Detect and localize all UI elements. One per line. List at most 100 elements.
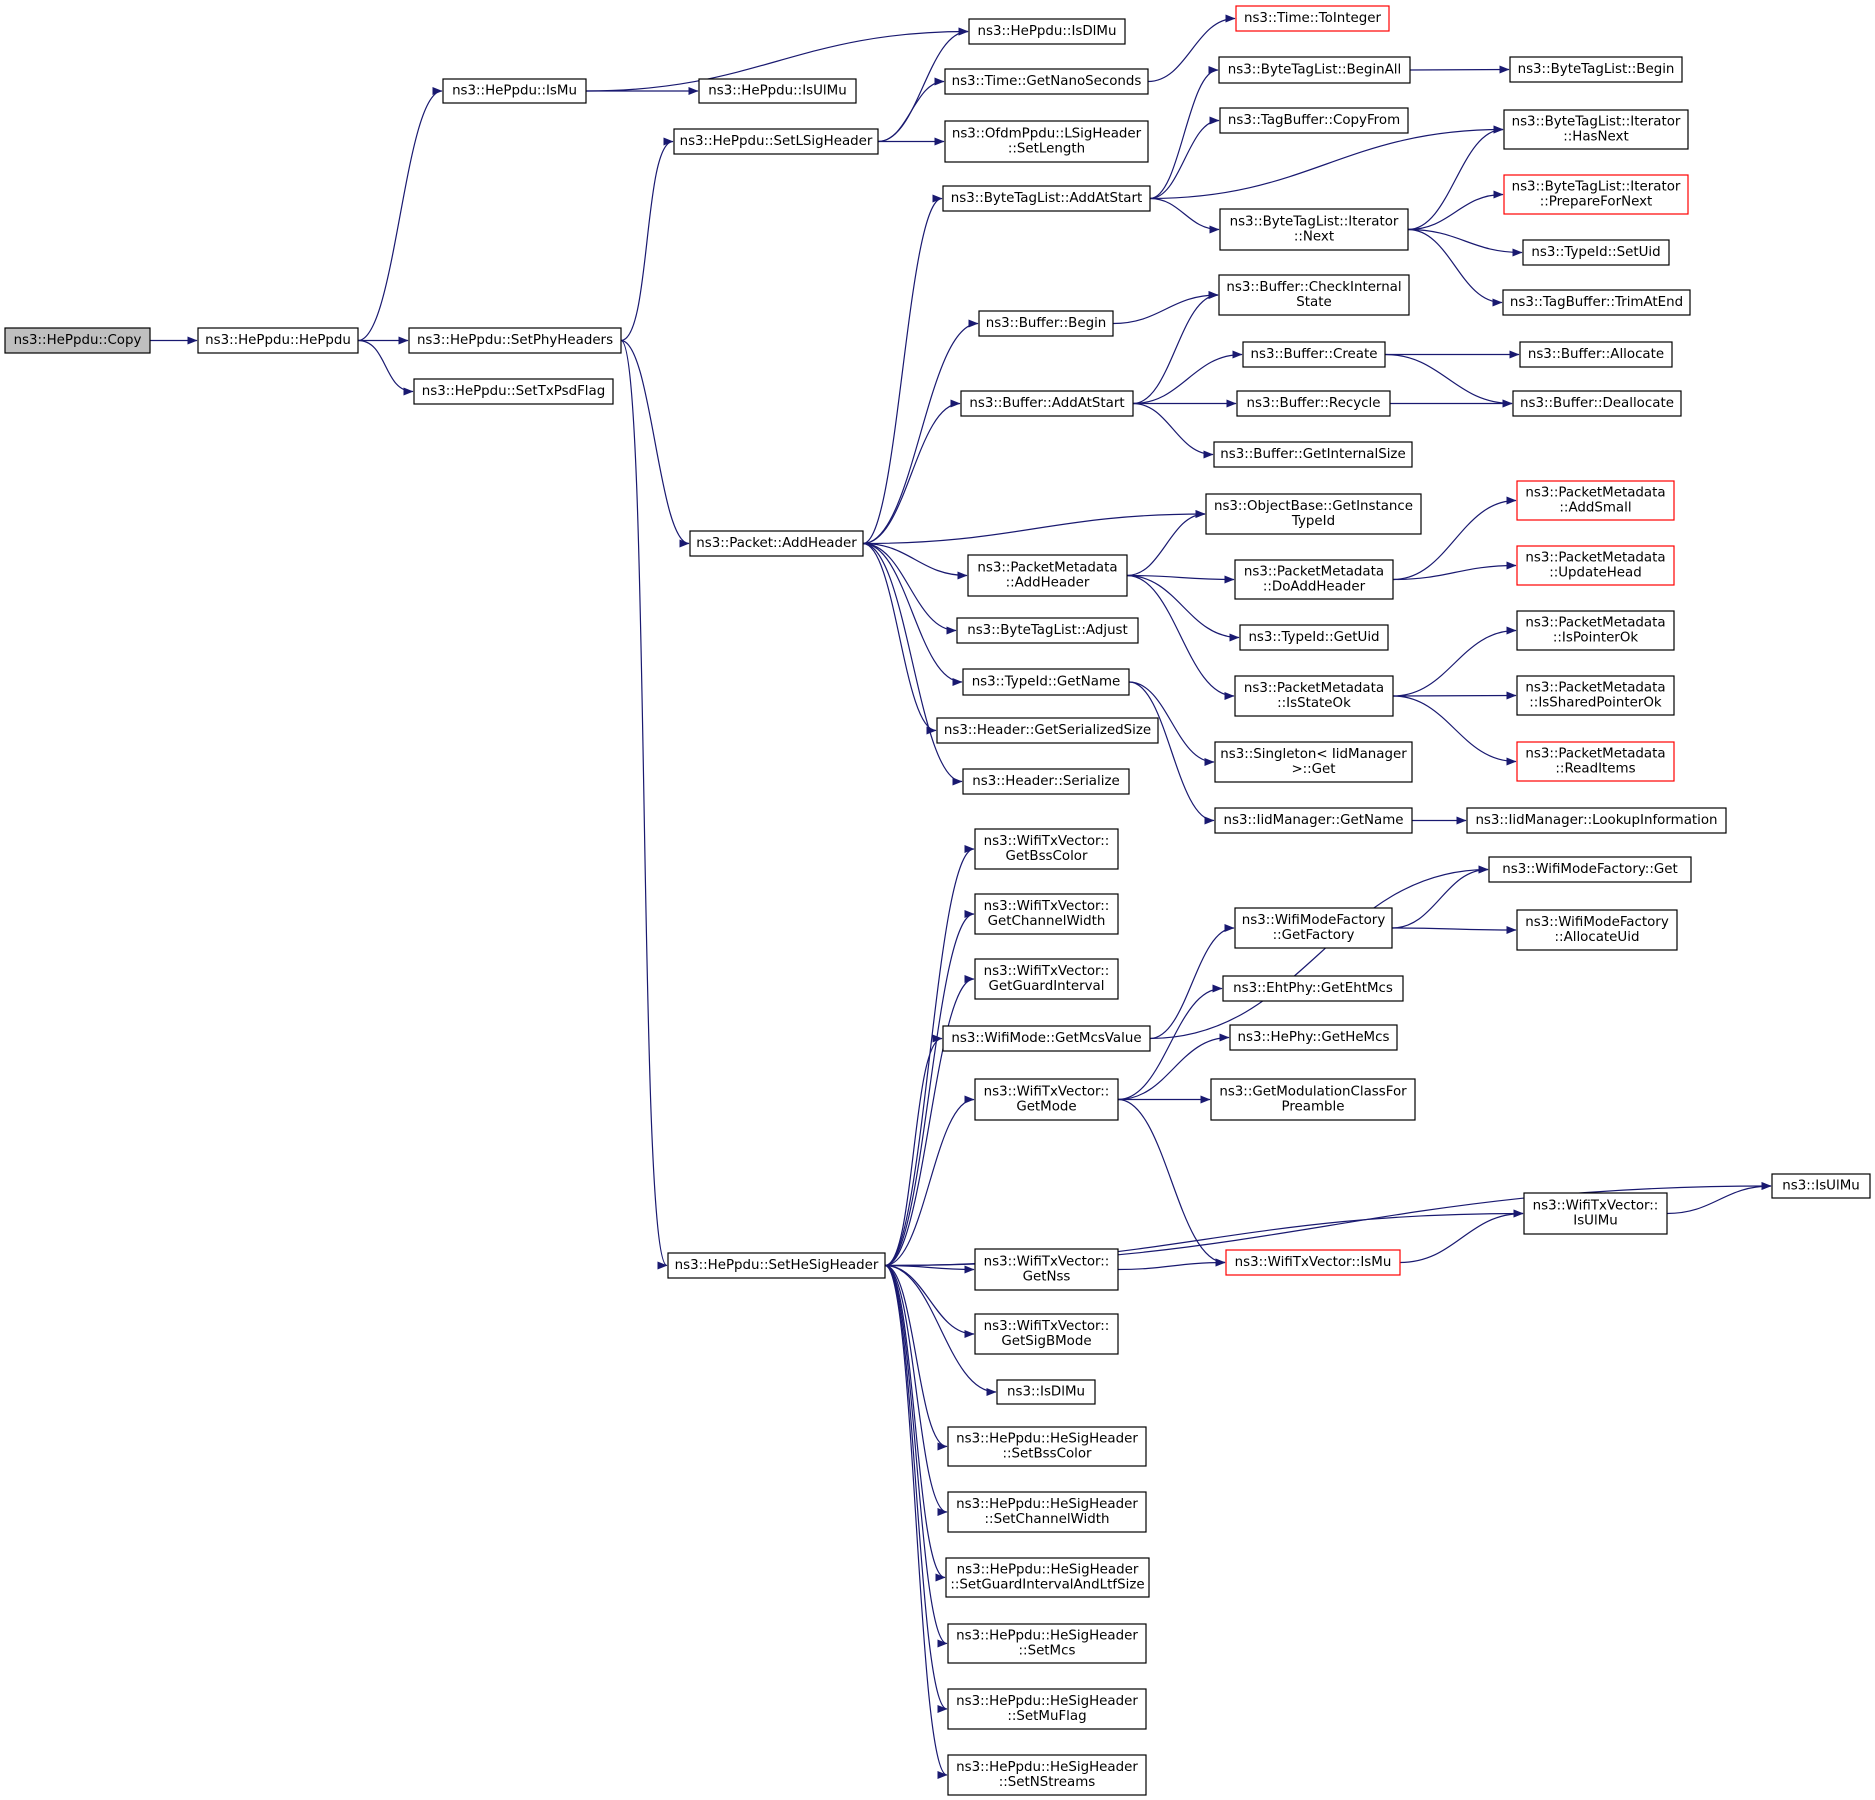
node-wmf-get[interactable]: ns3::WifiModeFactory::Get xyxy=(1488,856,1692,883)
node-buf-getinternalsize[interactable]: ns3::Buffer::GetInternalSize xyxy=(1213,441,1413,468)
node-btl-addatstart[interactable]: ns3::ByteTagList::AddAtStart xyxy=(942,185,1151,212)
node-hsh-setguardinterval[interactable]: ns3::HePpdu::HeSigHeader::SetGuardInterv… xyxy=(945,1557,1150,1598)
node-btl-adjust[interactable]: ns3::ByteTagList::Adjust xyxy=(956,617,1139,644)
node-buf-deallocate[interactable]: ns3::Buffer::Deallocate xyxy=(1512,390,1682,417)
node-label: ::ReadItems xyxy=(1555,762,1635,777)
node-box xyxy=(947,1688,1147,1730)
node-lsigsetlength[interactable]: ns3::OfdmPpdu::LSigHeader::SetLength xyxy=(944,120,1149,163)
node-tb-copyfrom[interactable]: ns3::TagBuffer::CopyFrom xyxy=(1219,107,1409,134)
edge-pkt-addheader-to-hdr-serialize xyxy=(862,542,963,786)
edge-sethesigheader-to-wtv-getnss xyxy=(884,1264,975,1274)
edge-btli-next-to-typeid-setuid xyxy=(1407,228,1523,257)
node-label: State xyxy=(1296,295,1331,310)
node-box xyxy=(947,1426,1147,1467)
node-label: GetNss xyxy=(1023,1270,1071,1285)
node-typeid-getname[interactable]: ns3::TypeId::GetName xyxy=(962,668,1130,696)
node-tointeger[interactable]: ns3::Time::ToInteger xyxy=(1235,5,1390,32)
node-buf-recycle[interactable]: ns3::Buffer::Recycle xyxy=(1236,390,1391,417)
node-pm-addsmall[interactable]: ns3::PacketMetadata::AddSmall xyxy=(1516,480,1675,521)
node-buf-addatstart[interactable]: ns3::Buffer::AddAtStart xyxy=(960,390,1134,417)
node-wtv-getmode[interactable]: ns3::WifiTxVector::GetMode xyxy=(974,1078,1119,1121)
node-isulmu[interactable]: ns3::HePpdu::IsUlMu xyxy=(698,78,857,104)
node-label: ::SetNStreams xyxy=(999,1775,1095,1790)
node-hsh-setbsscolor[interactable]: ns3::HePpdu::HeSigHeader::SetBssColor xyxy=(947,1426,1147,1467)
node-label: ns3::Buffer::Begin xyxy=(986,316,1107,331)
node-label: GetChannelWidth xyxy=(988,914,1106,929)
node-pkt-addheader[interactable]: ns3::Packet::AddHeader xyxy=(689,530,864,557)
node-isdlmu[interactable]: ns3::HePpdu::IsDlMu xyxy=(968,18,1126,45)
node-eht-getehtmcs[interactable]: ns3::EhtPhy::GetEhtMcs xyxy=(1222,975,1404,1002)
node-wtv-isulmu[interactable]: ns3::WifiTxVector::IsUlMu xyxy=(1523,1192,1668,1235)
node-wmf-getfactory[interactable]: ns3::WifiModeFactory::GetFactory xyxy=(1234,907,1393,949)
node-isulmu-global[interactable]: ns3::IsUlMu xyxy=(1771,1173,1871,1199)
edges-layer xyxy=(149,14,1772,1779)
node-wmf-allocateuid[interactable]: ns3::WifiModeFactory::AllocateUid xyxy=(1516,909,1678,951)
edge-line xyxy=(1117,984,1223,1101)
node-pm-readitems[interactable]: ns3::PacketMetadata::ReadItems xyxy=(1516,741,1675,782)
node-label: ns3::WifiModeFactory xyxy=(1525,915,1669,930)
node-tb-trimatend[interactable]: ns3::TagBuffer::TrimAtEnd xyxy=(1502,289,1691,316)
node-label: ns3::WifiMode::GetMcsValue xyxy=(951,1031,1141,1046)
node-isdlmu-global[interactable]: ns3::IsDlMu xyxy=(996,1379,1096,1405)
edge-line xyxy=(884,1264,948,1779)
node-btli-preparefornext[interactable]: ns3::ByteTagList::Iterator::PrepareForNe… xyxy=(1503,174,1689,215)
node-wtv-getguardinterval[interactable]: ns3::WifiTxVector::GetGuardInterval xyxy=(974,958,1119,1000)
node-hsh-setmuflag[interactable]: ns3::HePpdu::HeSigHeader::SetMuFlag xyxy=(947,1688,1147,1730)
node-hsh-setnstreams[interactable]: ns3::HePpdu::HeSigHeader::SetNStreams xyxy=(947,1754,1147,1796)
node-wtv-getsigbmode[interactable]: ns3::WifiTxVector::GetSigBMode xyxy=(974,1313,1119,1355)
node-copy[interactable]: ns3::HePpdu::Copy xyxy=(4,327,151,354)
node-buf-allocate[interactable]: ns3::Buffer::Allocate xyxy=(1519,341,1673,368)
node-typeid-setuid[interactable]: ns3::TypeId::SetUid xyxy=(1522,239,1670,266)
node-btl-beginall[interactable]: ns3::ByteTagList::BeginAll xyxy=(1218,56,1411,84)
edge-pm-doaddheader-to-pm-addsmall xyxy=(1392,496,1517,581)
node-ismu[interactable]: ns3::HePpdu::IsMu xyxy=(442,78,587,104)
node-he-gethemcs[interactable]: ns3::HePhy::GetHeMcs xyxy=(1229,1024,1398,1051)
node-settxpsdflag[interactable]: ns3::HePpdu::SetTxPsdFlag xyxy=(413,378,614,405)
node-pm-updatehead[interactable]: ns3::PacketMetadata::UpdateHead xyxy=(1516,545,1675,586)
edge-line xyxy=(1149,865,1489,1040)
node-hdr-serialize[interactable]: ns3::Header::Serialize xyxy=(962,768,1130,795)
edge-line xyxy=(1407,228,1503,307)
node-singleton-get[interactable]: ns3::Singleton< IidManager>::Get xyxy=(1214,741,1413,783)
node-hsh-setmcs[interactable]: ns3::HePpdu::HeSigHeader::SetMcs xyxy=(947,1623,1147,1664)
node-box xyxy=(1235,5,1390,32)
node-hsh-setchannelwidth[interactable]: ns3::HePpdu::HeSigHeader::SetChannelWidt… xyxy=(947,1491,1147,1533)
node-pm-isstateok[interactable]: ns3::PacketMetadata::IsStateOk xyxy=(1234,675,1394,717)
node-box xyxy=(974,1313,1119,1355)
node-iid-getname[interactable]: ns3::IidManager::GetName xyxy=(1214,807,1413,834)
node-pm-ispointerok[interactable]: ns3::PacketMetadata::IsPointerOk xyxy=(1516,610,1675,651)
node-box xyxy=(996,1379,1096,1405)
node-wtv-getnss[interactable]: ns3::WifiTxVector::GetNss xyxy=(974,1248,1119,1291)
node-pm-issharedpointerok[interactable]: ns3::PacketMetadata::IsSharedPointerOk xyxy=(1516,675,1675,716)
edge-wtv-getmode-to-he-gethemcs xyxy=(1117,1033,1230,1101)
node-buf-begin[interactable]: ns3::Buffer::Begin xyxy=(978,310,1114,337)
node-getnanoseconds[interactable]: ns3::Time::GetNanoSeconds xyxy=(944,68,1149,95)
node-box xyxy=(947,1491,1147,1533)
node-setphyheaders[interactable]: ns3::HePpdu::SetPhyHeaders xyxy=(408,327,622,354)
node-pm-doaddheader[interactable]: ns3::PacketMetadata::DoAddHeader xyxy=(1234,559,1394,600)
node-wm-getmcsvalue[interactable]: ns3::WifiMode::GetMcsValue xyxy=(942,1025,1151,1052)
node-buf-create[interactable]: ns3::Buffer::Create xyxy=(1242,341,1386,368)
node-wtv-ismu[interactable]: ns3::WifiTxVector::IsMu xyxy=(1225,1249,1401,1276)
node-hdr-getserializedsize[interactable]: ns3::Header::GetSerializedSize xyxy=(936,717,1159,744)
edge-setphyheaders-to-setlsigheader xyxy=(620,137,674,342)
node-wtv-getchannelwidth[interactable]: ns3::WifiTxVector::GetChannelWidth xyxy=(974,893,1119,935)
node-wtv-getbsscolor[interactable]: ns3::WifiTxVector::GetBssColor xyxy=(974,828,1119,870)
node-btli-next[interactable]: ns3::ByteTagList::Iterator::Next xyxy=(1219,208,1409,251)
edge-btl-beginall-to-btl-begin xyxy=(1409,65,1510,74)
node-btl-begin[interactable]: ns3::ByteTagList::Begin xyxy=(1509,56,1683,83)
node-heppdu[interactable]: ns3::HePpdu::HePpdu xyxy=(197,327,359,354)
edge-line xyxy=(884,1095,975,1267)
node-sethesigheader[interactable]: ns3::HePpdu::SetHeSigHeader xyxy=(667,1252,886,1279)
node-label: IsUlMu xyxy=(1573,1214,1618,1229)
edge-line xyxy=(884,1264,948,1648)
node-setlsigheader[interactable]: ns3::HePpdu::SetLSigHeader xyxy=(673,128,879,155)
node-typeid-getuid[interactable]: ns3::TypeId::GetUid xyxy=(1239,624,1389,651)
node-pm-addheader[interactable]: ns3::PacketMetadata::AddHeader xyxy=(967,554,1128,597)
edge-line xyxy=(1117,1098,1226,1267)
node-btli-hasnext[interactable]: ns3::ByteTagList::Iterator::HasNext xyxy=(1503,109,1689,150)
node-iid-lookupinfo[interactable]: ns3::IidManager::LookupInformation xyxy=(1466,807,1727,834)
